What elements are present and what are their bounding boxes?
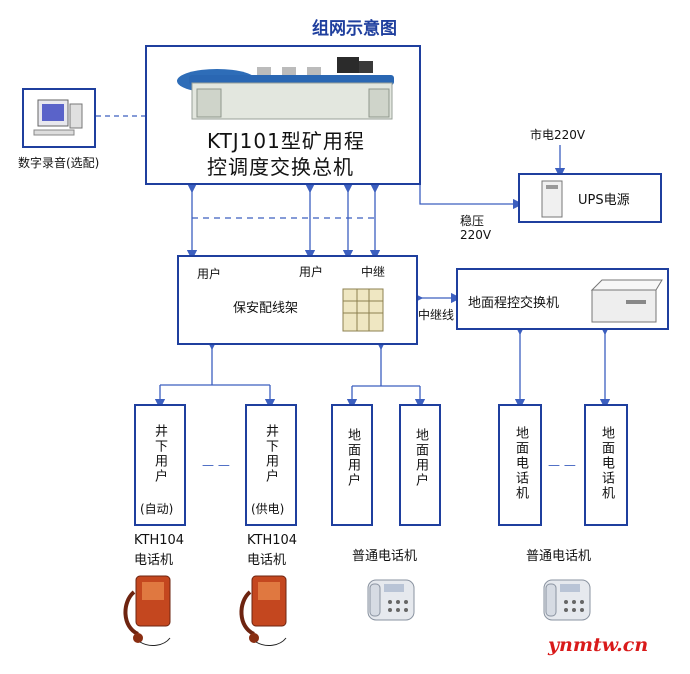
regulated-label-2: 220V <box>460 228 492 242</box>
normal-phone-label-2: 普通电话机 <box>526 549 592 564</box>
endpoint-dash-2: — — <box>548 458 576 472</box>
ground-switch-box: 地面程控交换机 <box>456 268 669 330</box>
endpoint-dash-1: — — <box>202 458 230 472</box>
endpoint-text-1: 井下用户 <box>152 424 167 484</box>
kth-label-2a: KTH104 <box>247 533 298 548</box>
endpoint-box-6: 地面电话机 <box>584 404 628 526</box>
endpoint-box-4: 地面用户 <box>399 404 441 526</box>
regulated-label-1: 稳压 <box>460 214 485 228</box>
endpoint-sub-1: (自动) <box>140 502 174 516</box>
kth-label-1a: KTH104 <box>134 533 185 548</box>
ups-icon <box>541 180 563 218</box>
frame-label: 保安配线架 <box>233 301 299 316</box>
endpoint-box-3: 地面用户 <box>331 404 373 526</box>
explosion-proof-phone-icon-1 <box>123 575 171 646</box>
mains-label: 市电220V <box>530 128 586 142</box>
endpoint-text-3: 地面用户 <box>345 428 360 488</box>
distribution-frame-box: 用户 用户 中继 保安配线架 <box>177 255 418 345</box>
endpoint-box-1: 井下用户 (自动) <box>134 404 186 526</box>
endpoint-box-2: 井下用户 (供电) <box>245 404 297 526</box>
kth-label-2b: 电话机 <box>247 553 287 568</box>
kth-label-1b: 电话机 <box>134 553 174 568</box>
endpoint-box-5: 地面电话机 <box>498 404 542 526</box>
endpoint-text-5: 地面电话机 <box>513 426 528 501</box>
ground-switch-icon <box>590 279 663 323</box>
recorder-box <box>22 88 96 148</box>
frame-icon <box>342 288 384 332</box>
desk-phone-icon-2 <box>543 579 591 621</box>
computer-icon <box>33 99 83 136</box>
ups-label: UPS电源 <box>578 193 630 208</box>
frame-user-label-1: 用户 <box>197 267 222 281</box>
main-switch-box: KTJ101型矿用程 控调度交换总机 <box>145 45 421 185</box>
main-switch-line2: 控调度交换总机 <box>207 155 354 179</box>
desk-phone-icon-1 <box>367 579 415 621</box>
relay-line-label: 中继线 <box>418 308 455 322</box>
main-switch-line1: KTJ101型矿用程 <box>207 129 365 153</box>
diagram-title: 组网示意图 <box>312 19 397 39</box>
endpoint-sub-2: (供电) <box>251 502 285 516</box>
endpoint-text-4: 地面用户 <box>413 428 428 488</box>
endpoint-text-2: 井下用户 <box>263 424 278 484</box>
console-illustration <box>177 57 394 120</box>
recorder-label: 数字录音(选配) <box>18 156 100 170</box>
ground-switch-label: 地面程控交换机 <box>468 296 560 311</box>
frame-relay-label: 中继 <box>361 265 386 279</box>
watermark: ynmtw.cn <box>548 634 649 656</box>
frame-user-label-2: 用户 <box>299 265 324 279</box>
endpoint-text-6: 地面电话机 <box>599 426 614 501</box>
explosion-proof-phone-icon-2 <box>239 575 287 646</box>
ups-box: UPS电源 <box>518 173 662 223</box>
normal-phone-label-1: 普通电话机 <box>352 549 418 564</box>
